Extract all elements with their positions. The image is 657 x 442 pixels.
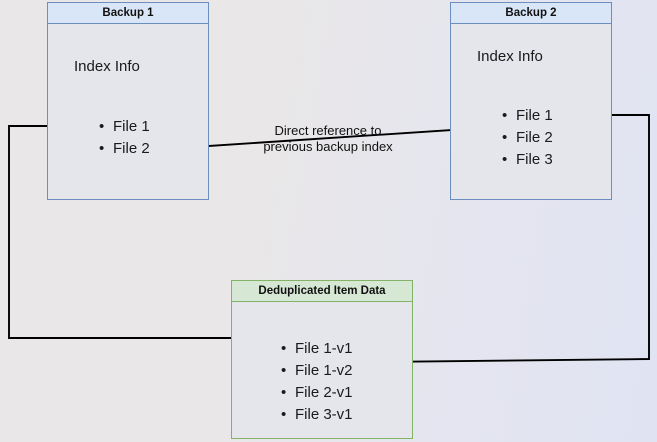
node-deduplicated-item-data[interactable]: Deduplicated Item Data File 1-v1 File 1-… <box>231 280 413 439</box>
list-item: File 1-v2 <box>281 360 353 382</box>
node-backup-2[interactable]: Backup 2 Index Info File 1 File 2 File 3 <box>450 2 612 200</box>
list-item: File 1 <box>99 116 150 138</box>
backup-1-file-list: File 1 File 2 <box>99 116 150 160</box>
list-item: File 3-v1 <box>281 404 353 426</box>
edge-label-direct-reference: Direct reference to previous backup inde… <box>248 123 408 155</box>
deduplicated-file-list: File 1-v1 File 1-v2 File 2-v1 File 3-v1 <box>281 338 353 426</box>
node-backup-1-header: Backup 1 <box>48 3 208 24</box>
node-backup-2-header: Backup 2 <box>451 3 611 24</box>
backup-1-index-info-label: Index Info <box>74 58 140 75</box>
list-item: File 2-v1 <box>281 382 353 404</box>
edge-label-line-2: previous backup index <box>263 139 393 154</box>
backup-2-file-list: File 1 File 2 File 3 <box>502 105 553 171</box>
list-item: File 2 <box>99 138 150 160</box>
list-item: File 1-v1 <box>281 338 353 360</box>
list-item: File 3 <box>502 149 553 171</box>
node-deduplicated-header: Deduplicated Item Data <box>232 281 412 302</box>
node-backup-1[interactable]: Backup 1 Index Info File 1 File 2 <box>47 2 209 200</box>
edge-label-line-1: Direct reference to <box>274 123 382 138</box>
list-item: File 2 <box>502 127 553 149</box>
list-item: File 1 <box>502 105 553 127</box>
backup-2-index-info-label: Index Info <box>477 48 543 65</box>
